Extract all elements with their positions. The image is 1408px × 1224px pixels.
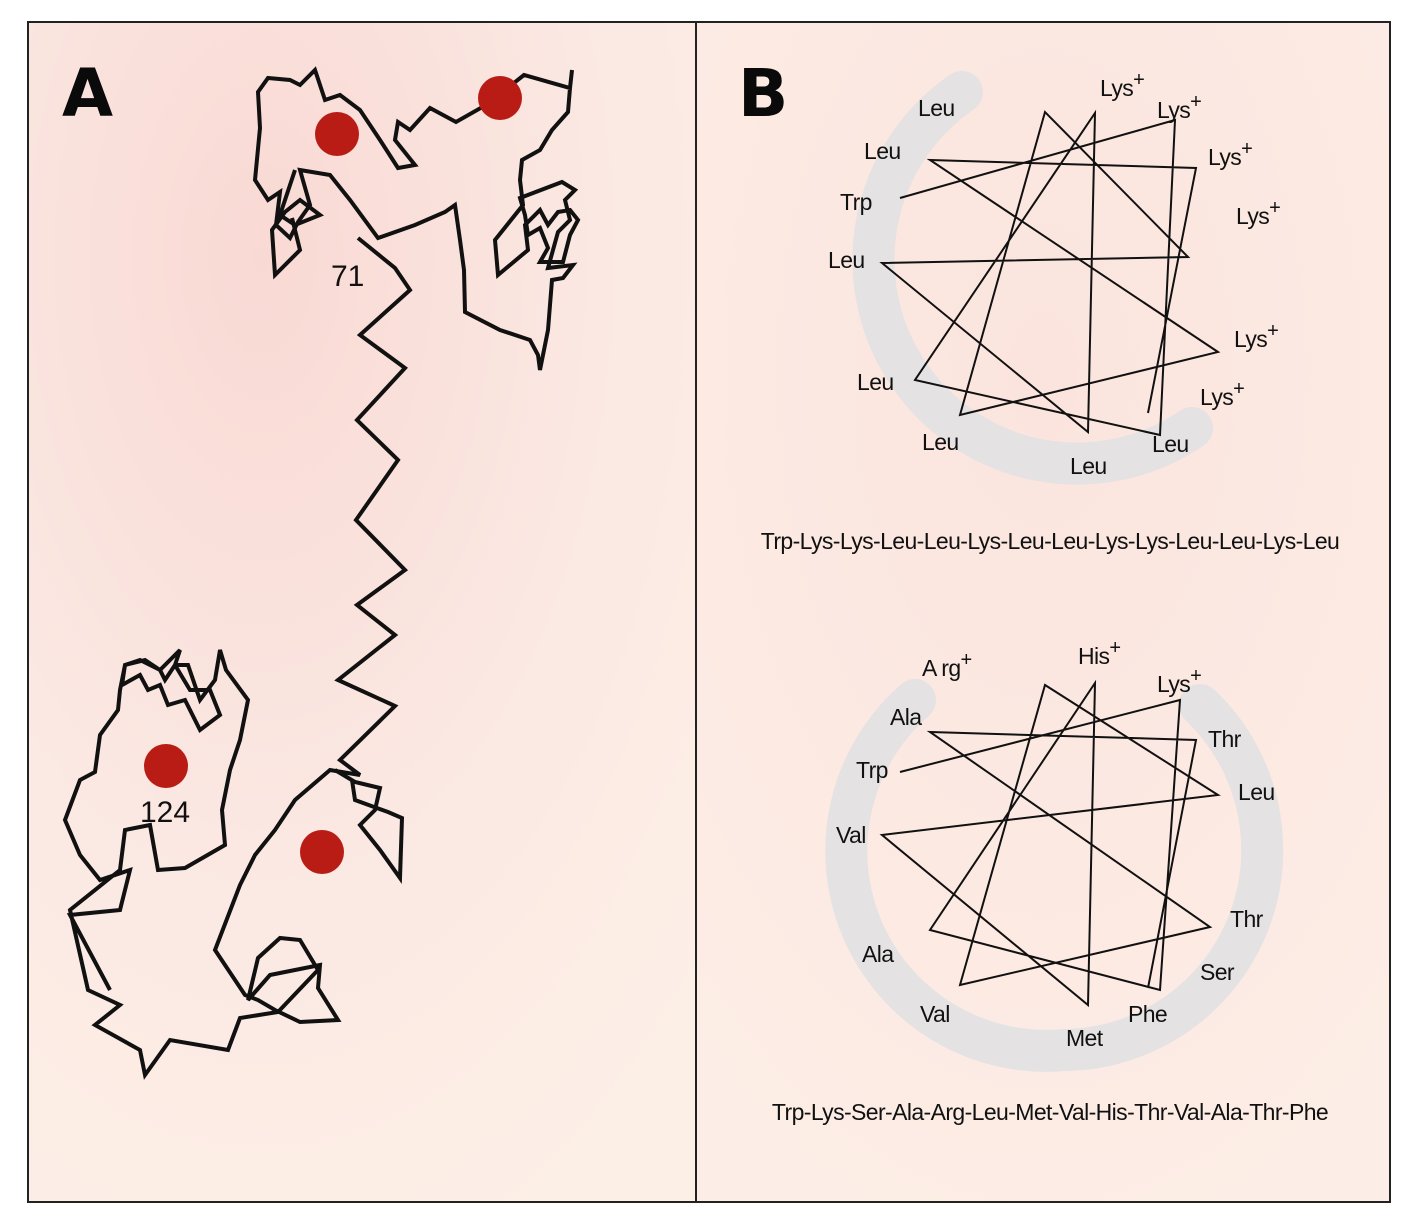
residue-label: Leu bbox=[918, 95, 955, 121]
residue-label: Leu bbox=[922, 429, 959, 455]
residue-label: Ser bbox=[1200, 959, 1235, 985]
panel-a-frame bbox=[27, 21, 697, 1203]
residue-label: Val bbox=[836, 822, 866, 848]
marker-dot bbox=[315, 112, 359, 156]
helix-1-sequence: Trp-Lys-Lys-Leu-Leu-Lys-Leu-Leu-Lys-Lys-… bbox=[761, 528, 1339, 554]
marker-dot bbox=[144, 744, 188, 788]
residue-label: Leu bbox=[1070, 453, 1107, 479]
residue-label: Ala bbox=[862, 941, 894, 967]
helical-wheel-1: Leu Leu Trp Leu Leu Leu Leu Leu Lys+ Lys… bbox=[761, 69, 1340, 554]
marker-dot bbox=[300, 830, 344, 874]
residue-label: Leu bbox=[857, 369, 894, 395]
residue-label: Met bbox=[1066, 1025, 1104, 1051]
protein-backbone-trace-4 bbox=[269, 169, 325, 280]
panel-a-label: A bbox=[62, 55, 113, 132]
protein-backbone-trace bbox=[252, 66, 581, 371]
residue-label: Phe bbox=[1128, 1001, 1167, 1027]
panel-b-label: B bbox=[738, 55, 788, 132]
helix-2-sequence: Trp-Lys-Ser-Ala-Arg-Leu-Met-Val-His-Thr-… bbox=[772, 1099, 1328, 1125]
residue-label: Ala bbox=[890, 704, 922, 730]
residue-label: Leu bbox=[1238, 779, 1275, 805]
residue-label: Trp bbox=[856, 757, 888, 783]
panel-b-frame bbox=[695, 21, 1391, 1203]
wheel-connector-lines bbox=[879, 679, 1221, 1008]
marker-dot bbox=[478, 76, 522, 120]
residue-label: Leu bbox=[828, 247, 865, 273]
residue-label: Leu bbox=[864, 138, 901, 164]
hydrophobic-face-band bbox=[825, 679, 1086, 1072]
residue-number-label: 124 bbox=[140, 796, 190, 829]
residue-number-label: 71 bbox=[331, 260, 364, 293]
residue-label: Thr bbox=[1208, 726, 1242, 752]
helical-wheel-2: Ala Trp Val Ala Val Met Phe Ser Thr Leu … bbox=[772, 637, 1329, 1125]
polar-face-band bbox=[1044, 684, 1284, 1071]
protein-backbone-trace-3 bbox=[333, 768, 405, 884]
protein-backbone-trace-2 bbox=[62, 236, 413, 1080]
residue-label: Val bbox=[920, 1001, 950, 1027]
residue-label: Leu bbox=[1152, 431, 1189, 457]
residue-label: Trp bbox=[840, 189, 872, 215]
wheel-connector-lines bbox=[879, 109, 1221, 437]
residue-label: Thr bbox=[1230, 906, 1264, 932]
hydrophobic-face-band bbox=[852, 71, 1213, 485]
